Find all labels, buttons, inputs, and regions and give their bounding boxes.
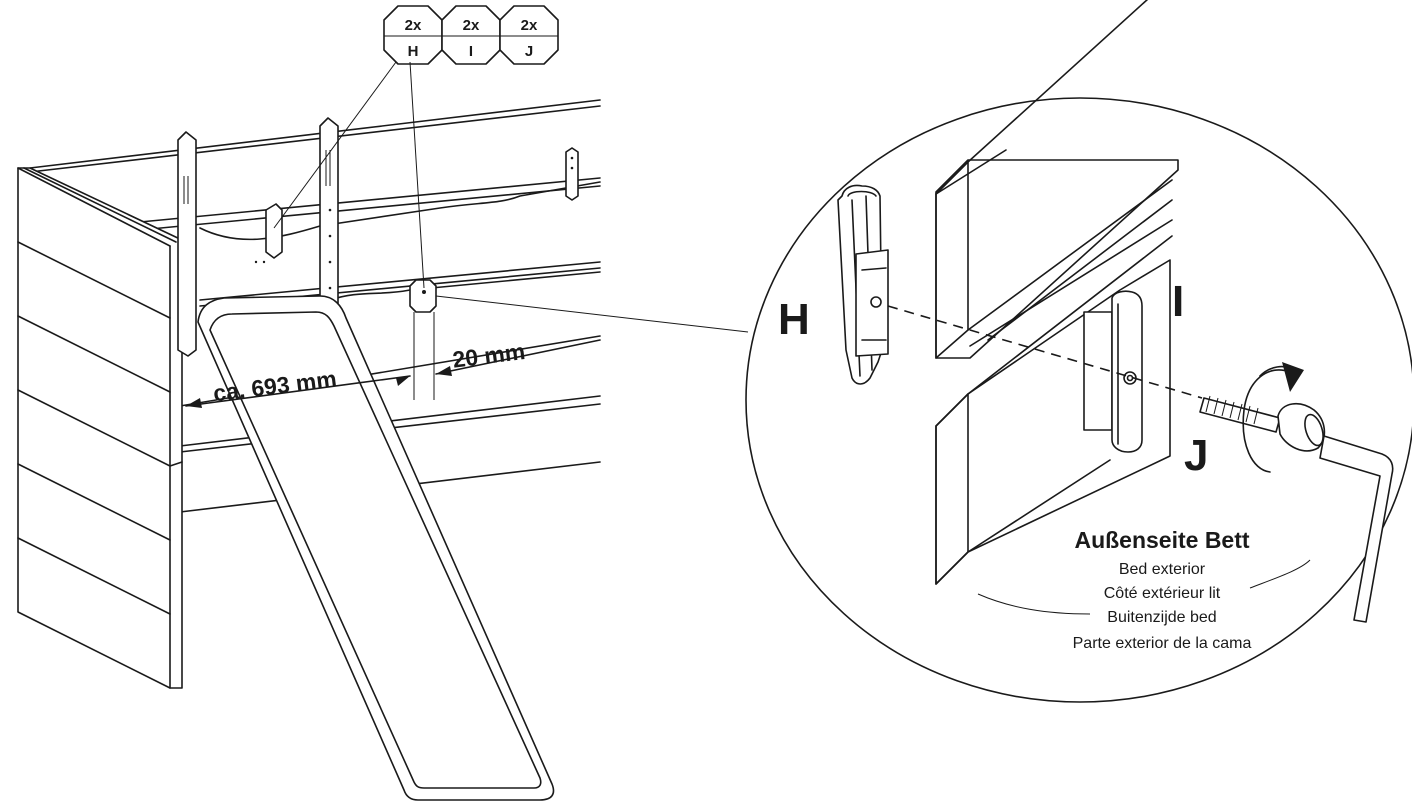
part-id-i: I (469, 43, 473, 60)
part-qty-h: 2x (405, 17, 422, 34)
dimension-offset-label-group: 20 mm (451, 338, 527, 373)
detail-ellipse (745, 97, 1412, 703)
parts-legend: 2x H 2x I 2x J (273, 5, 559, 289)
part-id-h: H (408, 43, 419, 60)
caption-es: Parte exterior de la cama (1073, 635, 1252, 652)
caption-fr: Côté extérieur lit (1104, 585, 1221, 602)
dimension-lines (185, 339, 601, 408)
caption-heading: Außenseite Bett (1074, 527, 1249, 553)
caption-en: Bed exterior (1119, 561, 1206, 578)
part-id-j: J (525, 43, 533, 60)
detail-label-j: J (1184, 431, 1208, 480)
part-qty-i: 2x (463, 17, 480, 34)
dimension-offset-label: 20 mm (451, 338, 527, 373)
caption-nl: Buitenzijde bed (1107, 609, 1216, 626)
detail-callout (435, 0, 1412, 703)
part-badge-h (383, 5, 443, 65)
part-badge-j (499, 5, 559, 65)
part-badge-i (441, 5, 501, 65)
slide (197, 295, 555, 801)
part-qty-j: 2x (521, 17, 538, 34)
detail-label-h: H (778, 295, 810, 344)
detail-label-i: I (1172, 277, 1184, 326)
